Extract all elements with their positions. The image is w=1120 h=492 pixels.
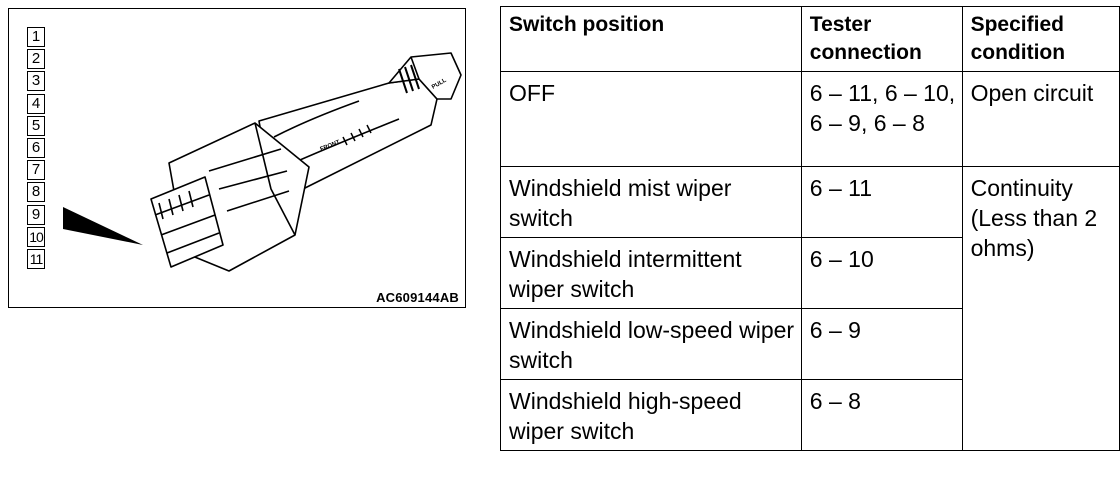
pin-number: 2 (27, 49, 45, 70)
table-row: OFF 6 – 11, 6 – 10, 6 – 9, 6 – 8 Open ci… (500, 71, 1120, 167)
switch-position-cell: Windshield mist wiper switch (500, 166, 802, 238)
tester-connection-cell: 6 – 11 (800, 166, 963, 238)
connector-pin-list: 1 2 3 4 5 6 7 8 9 10 11 (27, 27, 49, 271)
header-specified-condition: Specified condition (961, 6, 1120, 72)
pin-number: 7 (27, 160, 45, 181)
header-tester-connection: Tester connection (800, 6, 963, 72)
pin-number: 4 (27, 93, 45, 114)
table-row: Windshield high-speed wiper switch 6 – 8 (500, 379, 1120, 451)
switch-position-cell: Windshield intermittent wiper switch (500, 237, 802, 309)
tester-connection-cell: 6 – 10 (800, 237, 963, 309)
pin-number: 11 (27, 248, 45, 269)
pointer-arrow-icon (63, 207, 143, 245)
wiper-switch-illustration: FRONT PULL (63, 52, 462, 272)
table-header-row: Switch position Tester connection Specif… (500, 6, 1120, 72)
tester-connection-cell: 6 – 9 (800, 308, 963, 380)
switch-position-cell: Windshield low-speed wiper switch (500, 308, 802, 380)
pin-number: 5 (27, 115, 45, 136)
pin-number: 6 (27, 137, 45, 158)
table-row: Windshield mist wiper switch 6 – 11 Cont… (500, 166, 1120, 451)
pin-number: 9 (27, 204, 45, 225)
tester-connection-cell: 6 – 8 (800, 379, 963, 451)
pin-number: 10 (27, 226, 45, 247)
specified-condition-cell: Continuity (Less than 2 ohms) (961, 166, 1120, 451)
figure-code: AC609144AB (376, 290, 459, 305)
switch-position-cell: Windshield high-speed wiper switch (500, 379, 802, 451)
specified-condition-cell: Open circuit (961, 71, 1120, 167)
header-switch-position: Switch position (500, 6, 802, 72)
tester-connection-cell: 6 – 11, 6 – 10, 6 – 9, 6 – 8 (800, 71, 963, 167)
wiper-switch-check-table: Switch position Tester connection Specif… (500, 6, 1120, 451)
wiper-switch-figure: 1 2 3 4 5 6 7 8 9 10 11 (8, 8, 466, 308)
pin-number: 8 (27, 182, 45, 203)
pin-number: 3 (27, 71, 45, 92)
switch-position-cell: OFF (500, 71, 802, 167)
pin-number: 1 (27, 27, 45, 47)
